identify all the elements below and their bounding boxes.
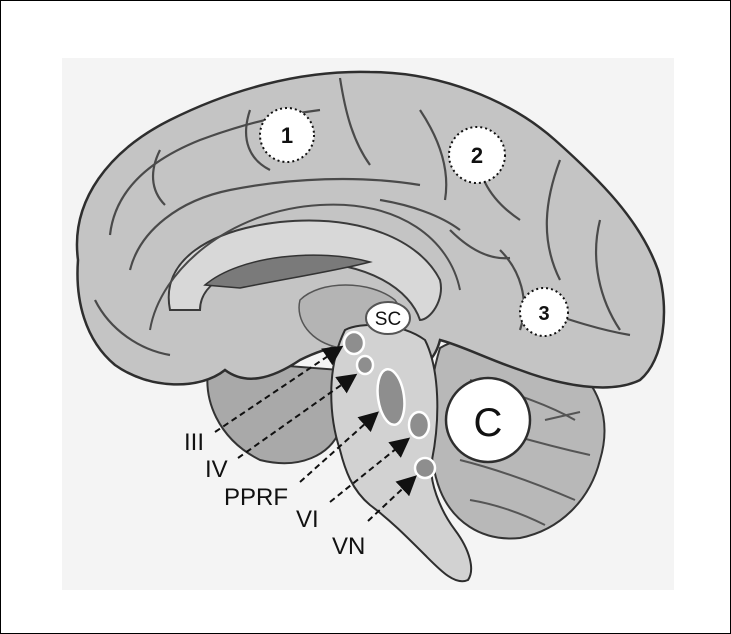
trochlear-nucleus bbox=[355, 354, 375, 376]
cerebellum-marker: C bbox=[444, 376, 532, 464]
superior-colliculus-marker: SC bbox=[365, 301, 411, 335]
oculomotor-nucleus bbox=[342, 330, 366, 356]
region-3-label: 3 bbox=[538, 303, 549, 325]
region-2-marker: 2 bbox=[448, 126, 506, 184]
region-1-circle bbox=[259, 107, 315, 163]
region-2-label: 2 bbox=[471, 143, 483, 168]
region-1-marker: 1 bbox=[259, 107, 315, 163]
label-vn: VN bbox=[332, 533, 365, 560]
region-1-label: 1 bbox=[281, 123, 293, 148]
vestibular-nucleus bbox=[413, 456, 437, 480]
arrow-iii bbox=[214, 345, 344, 433]
cerebellum-circle bbox=[444, 376, 532, 464]
pprf-nucleus bbox=[376, 367, 406, 427]
region-2-circle bbox=[448, 126, 506, 184]
lateral-ventricle bbox=[203, 254, 373, 289]
arrow-vn bbox=[367, 475, 417, 522]
label-pprf: PPRF bbox=[224, 484, 288, 511]
arrow-pprf bbox=[299, 411, 379, 483]
cerebellum-label: C bbox=[474, 401, 503, 445]
temporal-lobe bbox=[206, 358, 341, 465]
label-vi: VI bbox=[296, 506, 319, 533]
region-3-marker: 3 bbox=[519, 287, 569, 337]
cingulate-sulcus bbox=[149, 203, 461, 331]
sc-label: SC bbox=[375, 309, 401, 330]
abducens-nucleus bbox=[407, 410, 431, 440]
label-iii: III bbox=[184, 429, 204, 456]
arrow-iv bbox=[237, 373, 358, 459]
sc-ellipse bbox=[365, 301, 411, 335]
dashed-arrows bbox=[214, 345, 417, 522]
label-iv: IV bbox=[205, 456, 228, 483]
region-3-circle bbox=[519, 287, 569, 337]
arrow-vi bbox=[329, 437, 411, 503]
